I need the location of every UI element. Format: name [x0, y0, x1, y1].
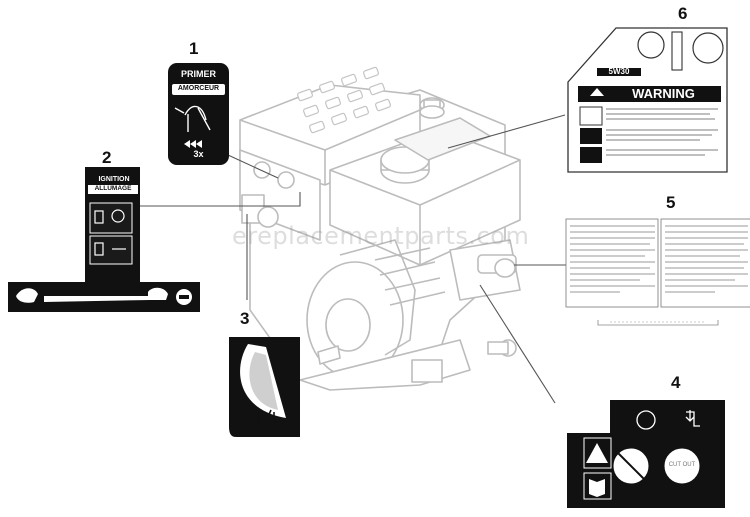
cut-out-label: CUT OUT: [668, 462, 696, 468]
manual-book-icon: [589, 479, 605, 497]
oil-can-icon: [636, 410, 656, 430]
choke-lever-icon: [258, 409, 275, 429]
rabbit-icon: [148, 287, 168, 300]
oil-fill-icon: [637, 31, 665, 59]
primer-title: PRIMER: [180, 69, 216, 79]
warning-decal: [567, 27, 728, 173]
choke-decal: [229, 337, 300, 437]
primer-bulb-icon: [174, 105, 211, 132]
primer-count: 3x: [193, 149, 204, 159]
leader-lines: [140, 114, 568, 404]
watermark: ereplacementparts.com: [232, 222, 530, 250]
callout-4: 4: [671, 373, 681, 392]
engine-illustration: [239, 66, 521, 391]
primer-subtitle: AMORCEUR: [177, 85, 220, 92]
callout-1: 1: [189, 39, 199, 58]
primer-decal: [168, 63, 229, 165]
callout-3: 3: [240, 309, 250, 328]
callout-5: 5: [666, 193, 676, 212]
rewind-arrows-icon: [184, 140, 202, 148]
warning-title: WARNING: [632, 86, 695, 101]
fuel-warning-decal: [567, 400, 725, 508]
ignition-decal: [8, 167, 200, 312]
cut-out-button: [663, 447, 701, 485]
warning-triangle-icon: [590, 88, 604, 96]
callout-2: 2: [102, 148, 112, 167]
speed-wedge-icon: [44, 296, 150, 302]
check-oil-icon: [692, 32, 724, 64]
callout-6: 6: [678, 4, 688, 23]
emission-labels: [565, 218, 750, 326]
warning-triangle-icon: [586, 443, 608, 463]
turtle-icon: [16, 288, 38, 303]
ignition-title: IGNITION: [98, 176, 130, 183]
dipstick-icon: [671, 31, 683, 71]
oil-grade-label: 5W30: [608, 67, 630, 76]
ignition-subtitle: ALLUMAGE: [94, 185, 132, 192]
